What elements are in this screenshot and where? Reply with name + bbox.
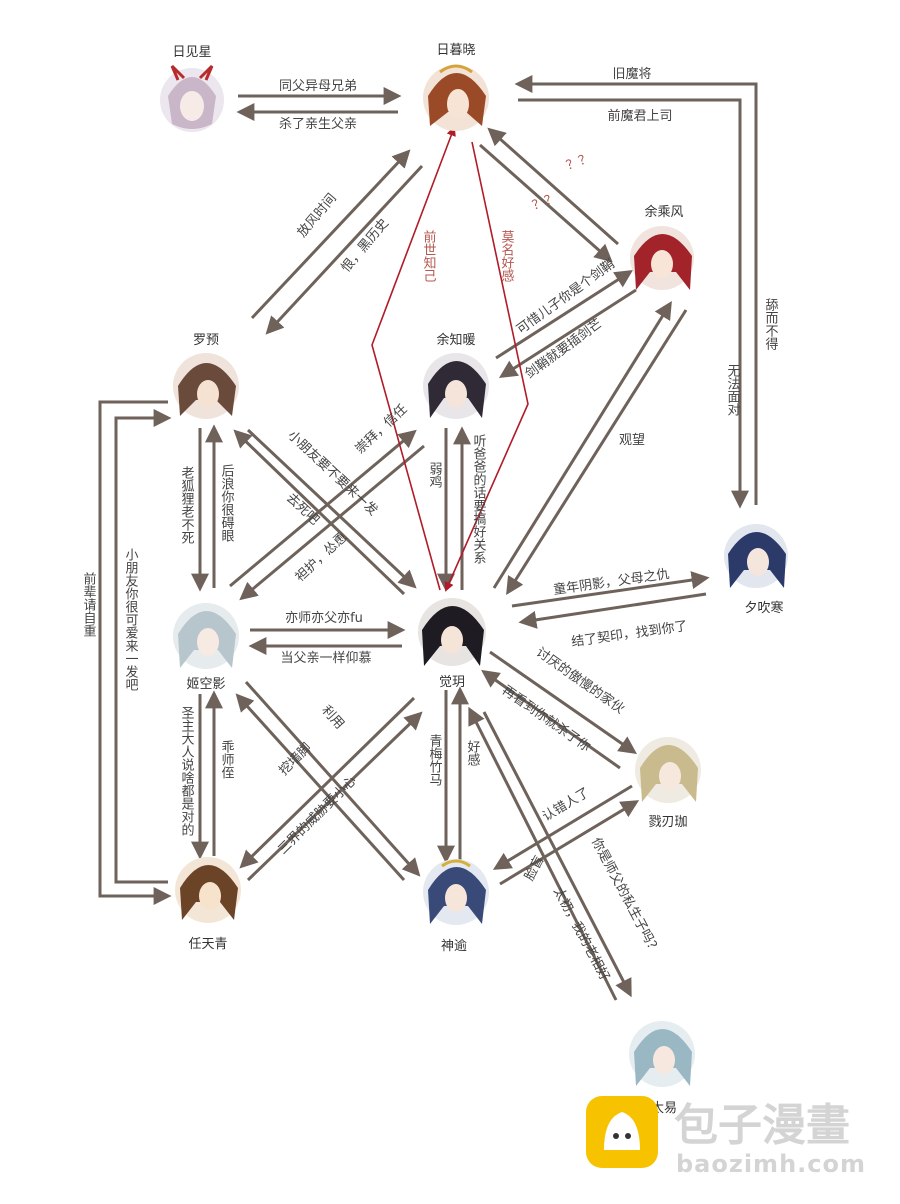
label-r30: 讨厌的傲慢的家伙: [533, 644, 627, 717]
arrow-red-jueyue-to-rimuxiao: [371, 126, 456, 591]
watermark: 包子漫畫 baozimh.com: [586, 1096, 866, 1178]
name-rimuxiao: 日暮晓: [436, 43, 475, 58]
name-jikongying: 姬空影: [186, 677, 225, 692]
node-yuzhinuan: 余知暖: [423, 332, 489, 419]
arrow-taiyi-to-jueyue: [468, 706, 618, 1001]
node-rentianqing: 任天青: [175, 857, 241, 952]
arrow-xichuihan-to-rimuxiao: [514, 75, 758, 505]
label-r01: 同父异母兄弟: [279, 79, 357, 94]
label-r35: 圣主大人说啥都是对的: [179, 706, 195, 836]
watermark-title: 包子漫畫: [674, 1100, 850, 1151]
arrows: [98, 75, 758, 1001]
arrow-yuzhinuan-to-jikongying: [239, 444, 425, 601]
arrow-jueyue-to-taiyi: [482, 711, 632, 998]
name-yuzhinuan: 余知暖: [436, 332, 475, 348]
label-r14: 无法面对: [725, 364, 741, 416]
label-r19: 听爸爸的话要搞好关系: [471, 434, 487, 564]
name-jueyue: 觉玥: [439, 675, 465, 690]
node-xichuihan: 夕吹寒: [724, 524, 788, 616]
arrow-jueyue-to-luoyu: [233, 429, 406, 596]
arrow-shenyu-to-lurenjia: [499, 800, 640, 886]
arrow-rimuxiao-to-luoyu: [265, 164, 424, 335]
arrow-yuchengfeng-to-rimuxiao: [487, 127, 619, 246]
arrow-luoyu-to-rimuxiao: [250, 149, 411, 320]
label-r21: 袒护，怂恿: [293, 530, 351, 585]
label-r27: 结了契印，找到你了: [571, 619, 689, 650]
name-shenyu: 神逾: [441, 939, 467, 954]
label-r28: 亦师亦父亦fu: [285, 610, 363, 626]
arrow-rimuxiao-to-yuchengfeng: [479, 143, 613, 263]
label-r15: 观望: [619, 432, 645, 448]
arrow-yuzhinuan-to-yuchengfeng: [495, 270, 634, 360]
label-r18: 弱鸡: [427, 462, 443, 488]
label-r38: 好感: [465, 740, 481, 766]
arrow-jikongying-to-yuzhinuan: [229, 429, 417, 588]
label-r29: 当父亲一样仰慕: [280, 651, 371, 666]
node-luoyu: 罗预: [173, 333, 239, 419]
characters: 日见星 日暮晓 余乘风 罗预 余知暖: [160, 43, 788, 1116]
red-lines: [371, 126, 529, 592]
arrow-luoyu-to-rentianqing: [98, 400, 172, 905]
node-jueyue: 觉玥: [418, 598, 486, 690]
arrow-rentianqing-to-luoyu: [114, 409, 172, 884]
arrow-rentianqing-to-jueyue: [246, 711, 423, 882]
label-r04: 前魔君上司: [607, 108, 672, 124]
name-rijianxing: 日见星: [172, 45, 211, 60]
label-r07: 前世知己: [421, 229, 437, 282]
arrow-yuchengfeng-to-yuzhinuan: [498, 288, 637, 378]
arrow-lurenjia-to-jueyue: [481, 669, 621, 770]
arrow-jueyue-to-lurenjia: [489, 650, 637, 755]
arrow-yuchengfeng-to-jueyue: [506, 309, 688, 596]
label-r37: 青梅竹马: [427, 734, 443, 786]
label-r31: 再看到你就杀了你: [499, 682, 593, 755]
label-r08: 莫名好感: [499, 230, 515, 282]
arrow-jueyue-to-xichuihan: [511, 571, 710, 608]
label-r22: 老狐狸老不死: [179, 466, 195, 544]
label-r23: 后浪你很碍眼: [219, 464, 235, 542]
label-r26: 童年阴影，父母之仇: [552, 566, 670, 598]
label-r13: 舔而不得: [763, 298, 779, 350]
arrow-lurenjia-to-shenyu: [492, 784, 633, 870]
arrow-rimuxiao-to-xichuihan: [518, 98, 749, 509]
label-r32: 利用: [318, 703, 347, 732]
label-r17: 崇拜，信任: [353, 402, 411, 457]
node-jikongying: 姬空影: [173, 603, 239, 692]
node-taiyi: 太易: [629, 1021, 695, 1116]
node-rimuxiao: 日暮晓: [423, 43, 489, 131]
arrow-jueyue-to-yuchengfeng: [492, 300, 672, 589]
arrow-xichuihan-to-jueyue: [518, 592, 707, 629]
label-r24: 前辈请自重: [81, 571, 97, 637]
arrow-red-rimuxiao-to-jueyue: [444, 141, 529, 592]
name-lurenjia: 戮刃珈: [648, 814, 687, 830]
node-yuchengfeng: 余乘风: [630, 204, 694, 290]
watermark-url: baozimh.com: [676, 1150, 866, 1178]
arrow-luoyu-to-jueyue: [246, 428, 417, 589]
label-r36: 乖师侄: [219, 740, 235, 779]
node-lurenjia: 戮刃珈: [635, 737, 701, 830]
label-r02: 杀了亲生父亲: [279, 117, 357, 132]
label-r03: 旧魔将: [612, 67, 651, 82]
arrow-jueyue-to-rentianqing: [239, 696, 416, 869]
name-luoyu: 罗预: [193, 333, 219, 348]
name-xichuihan: 夕吹寒: [744, 600, 783, 616]
label-r41: 你是师父的私生子吗？: [588, 835, 663, 957]
name-rentianqing: 任天青: [188, 937, 227, 952]
label-r25: 小朋友你很可爱来一发吧: [123, 548, 139, 691]
node-rijianxing: 日见星: [160, 45, 224, 132]
node-shenyu: 神逾: [423, 859, 489, 954]
label-r39: 认错人了: [540, 785, 592, 825]
name-yuchengfeng: 余乘风: [644, 204, 683, 220]
label-r09: ？？: [564, 151, 594, 174]
